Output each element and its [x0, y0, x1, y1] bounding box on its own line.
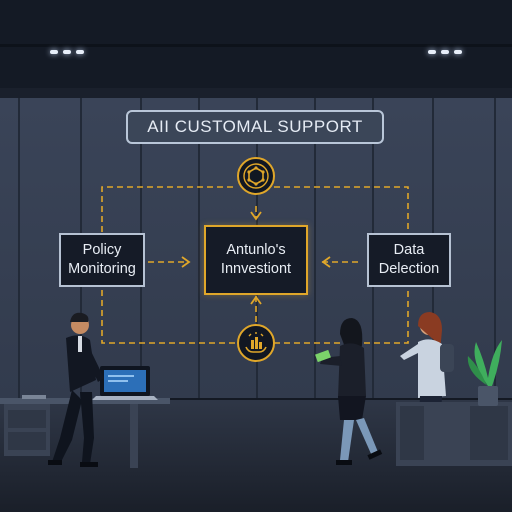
wall-top-band: [0, 88, 512, 98]
node-policy-monitoring: Policy Monitoring: [59, 233, 145, 287]
floor-line: [0, 398, 512, 400]
potted-plant: [467, 340, 502, 406]
ceiling-beam: [0, 44, 512, 47]
loop-left-bottom: [101, 290, 236, 344]
loop-left-top: [101, 186, 236, 232]
wall-panel: [0, 98, 20, 398]
wall-panel: [142, 98, 200, 398]
laptop: [92, 366, 158, 400]
ceiling-light: [428, 50, 436, 54]
woman-with-phone: [315, 318, 383, 465]
arrow-head-up: [250, 295, 262, 305]
loop-right-top: [274, 186, 409, 232]
node-center-investment: Antunlo's Innvestiont: [204, 225, 308, 295]
ceiling-light: [50, 50, 58, 54]
arrow-head-left: [321, 256, 331, 268]
ceiling-light: [441, 50, 449, 54]
node-label-line1: Antunlo's: [226, 242, 286, 258]
node-label-line1: Policy: [82, 242, 122, 258]
ceiling-light: [63, 50, 71, 54]
node-label-line2: Monitoring: [68, 261, 136, 277]
diagram-title: AII CUSTOMAL SUPPORT: [126, 110, 384, 144]
right-cabinet: [396, 402, 512, 466]
node-data-detection: Data Delection: [367, 233, 451, 287]
node-label-line2: Delection: [378, 261, 440, 277]
left-desk: [0, 395, 170, 468]
hands-chart-icon: [237, 324, 275, 362]
arrow-head-down: [250, 211, 262, 221]
hexagon-network-icon: [237, 157, 275, 195]
arrow-head-right: [181, 256, 191, 268]
node-label-line1: Data: [393, 242, 425, 258]
loop-right-bottom: [274, 290, 409, 344]
node-label-line2: Innvestiont: [220, 261, 292, 277]
ceiling-light: [454, 50, 462, 54]
man-at-laptop: [48, 312, 104, 467]
ceiling-light: [76, 50, 84, 54]
wall-panel: [496, 98, 512, 398]
